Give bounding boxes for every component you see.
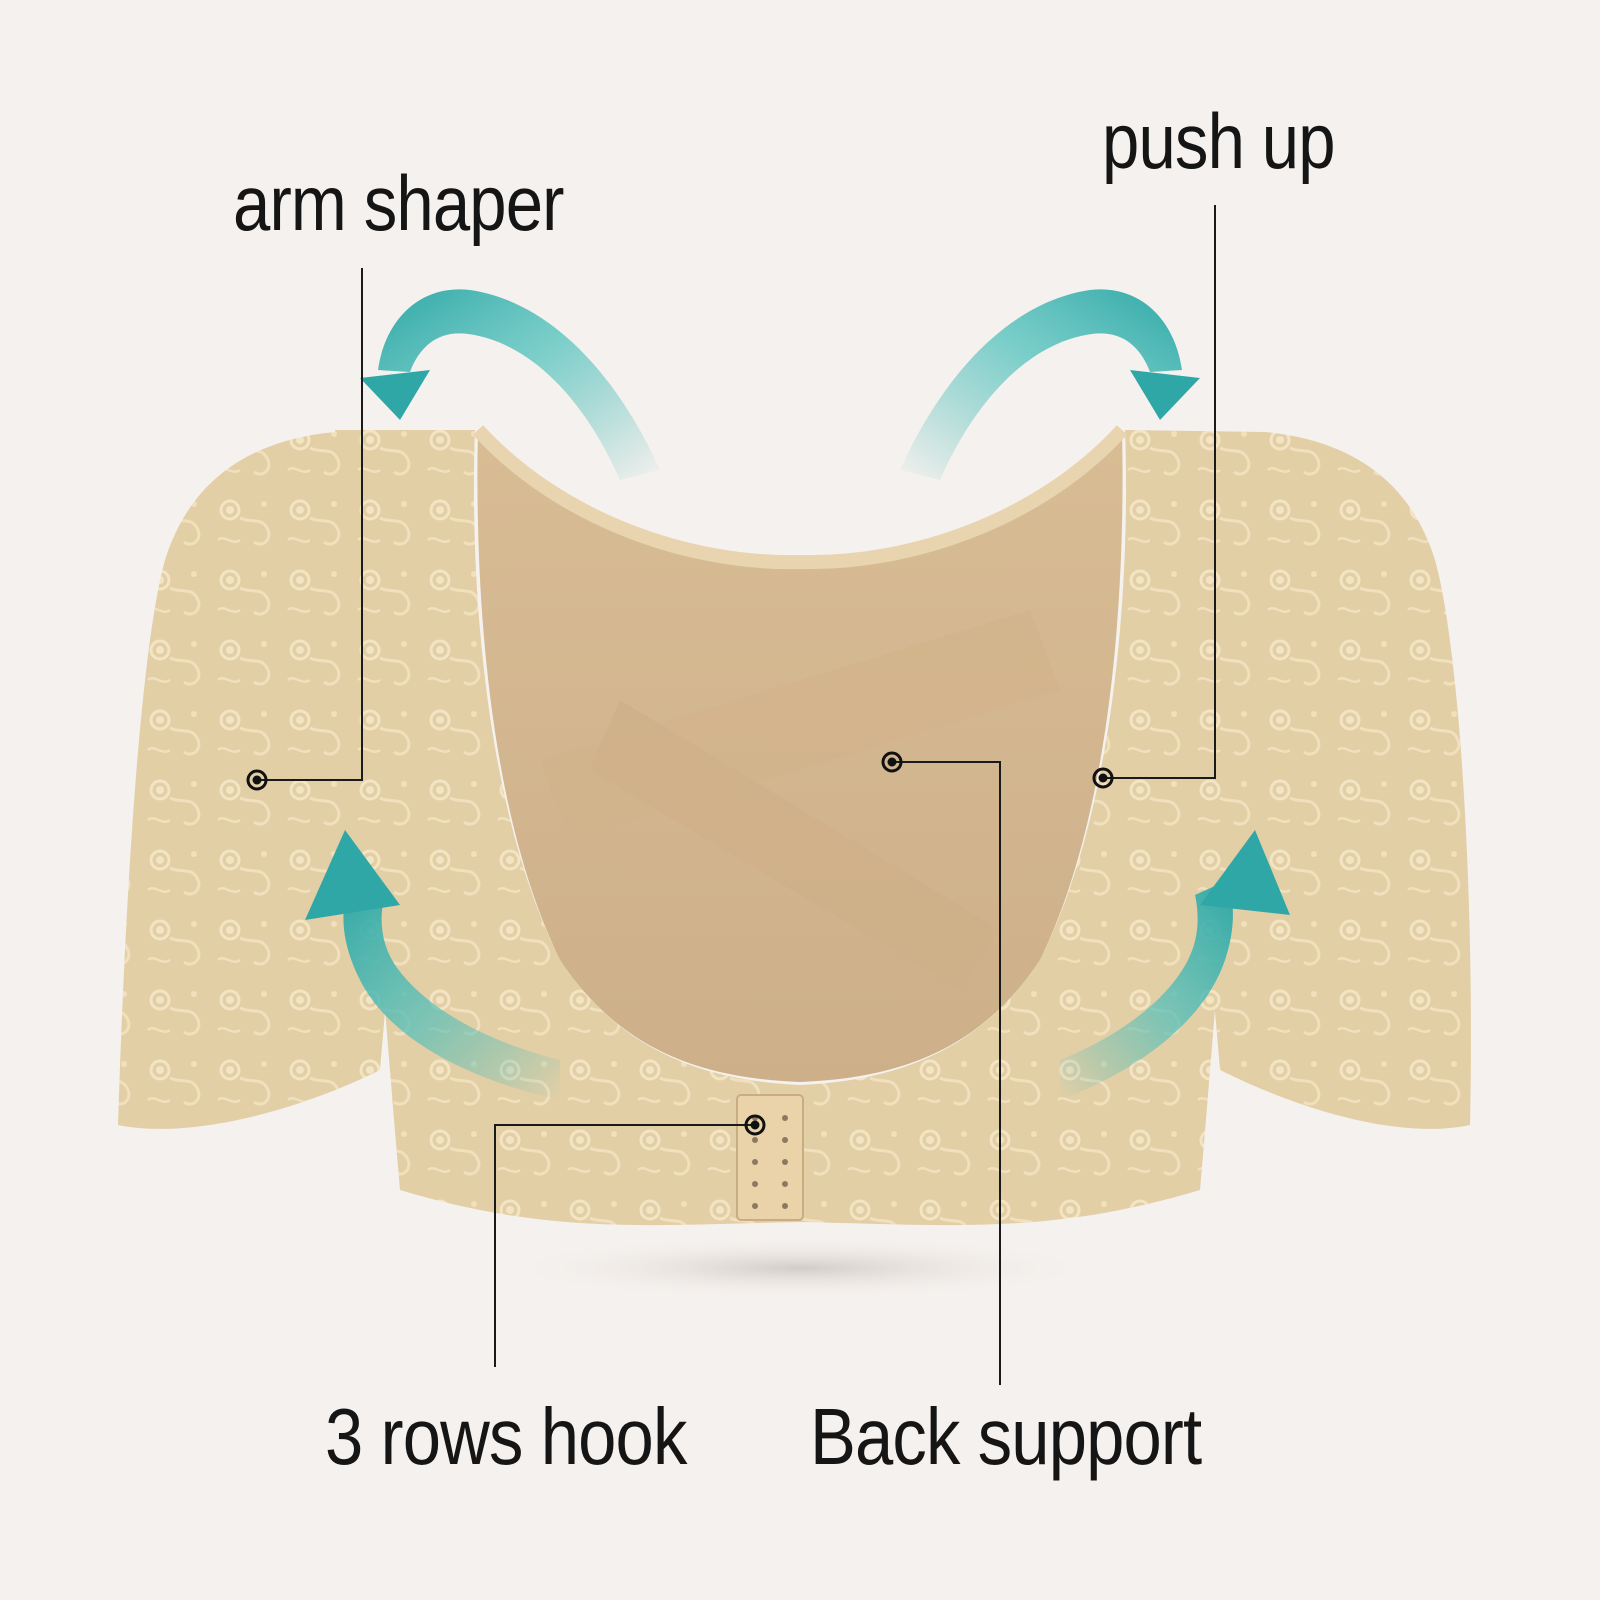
target-dot-icon-back bbox=[881, 751, 903, 773]
curved-arrow-icon-top-left bbox=[360, 289, 660, 480]
callout-back-support: Back support bbox=[810, 1392, 1202, 1481]
garment-body bbox=[335, 430, 1265, 1226]
target-dot-icon-push bbox=[1092, 767, 1114, 789]
cross-strap-b bbox=[590, 700, 1000, 990]
target-dot-icon-arm bbox=[246, 769, 268, 791]
right-sleeve bbox=[1180, 432, 1471, 1129]
leader-back-support bbox=[892, 761, 1001, 1385]
floor-shadow bbox=[500, 1236, 1100, 1300]
leader-lines bbox=[257, 205, 1216, 1385]
leader-hooks bbox=[494, 1124, 755, 1367]
callout-arm-shaper: arm shaper bbox=[233, 159, 565, 247]
leader-arm-shaper bbox=[257, 268, 363, 781]
neckline-binding bbox=[472, 425, 1128, 570]
curved-arrow-icon-bottom-left bbox=[305, 830, 560, 1100]
curved-arrow-icon-top-right bbox=[900, 289, 1200, 480]
leader-push-up bbox=[1107, 205, 1216, 779]
callout-push-up: push up bbox=[1102, 97, 1336, 185]
callout-hooks: 3 rows hook bbox=[325, 1392, 687, 1481]
hook-closure bbox=[736, 1094, 804, 1221]
curved-arrow-icon-bottom-right bbox=[1060, 830, 1290, 1100]
target-dot-icon-hook bbox=[744, 1114, 766, 1136]
